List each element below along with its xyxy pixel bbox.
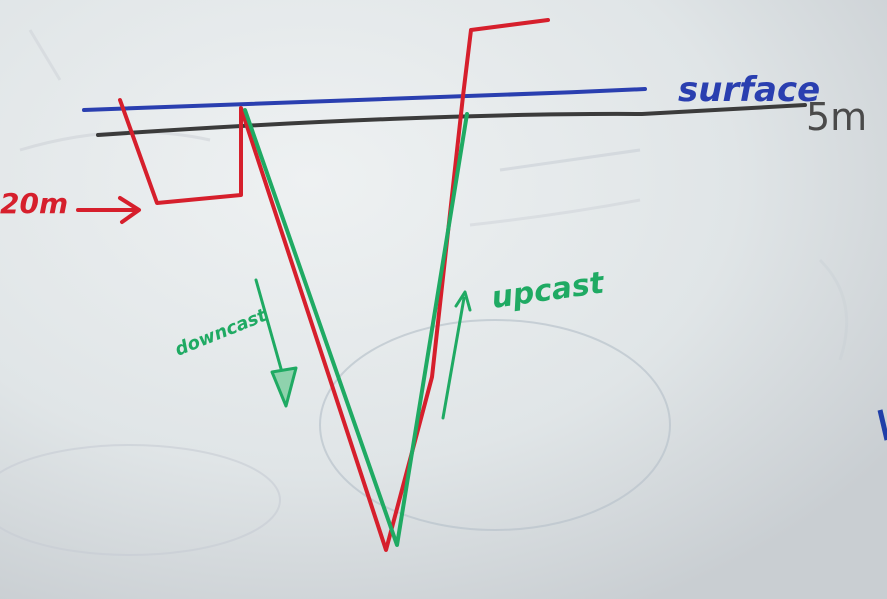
green-cast-trace	[243, 108, 469, 547]
upcast-label: upcast	[489, 265, 607, 316]
surface-label: surface	[678, 70, 820, 110]
arrow-right-icon	[76, 196, 141, 224]
surface-line	[82, 87, 647, 112]
red-cast-trace	[118, 18, 550, 552]
downcast-label: downcast	[172, 304, 271, 360]
arrow-up-icon	[441, 290, 472, 420]
arrow-down-icon	[254, 278, 298, 408]
depth-5m-line	[96, 103, 807, 137]
depth-20m-label: 20m	[0, 187, 68, 220]
depth-5m-label: 5m	[806, 95, 867, 139]
